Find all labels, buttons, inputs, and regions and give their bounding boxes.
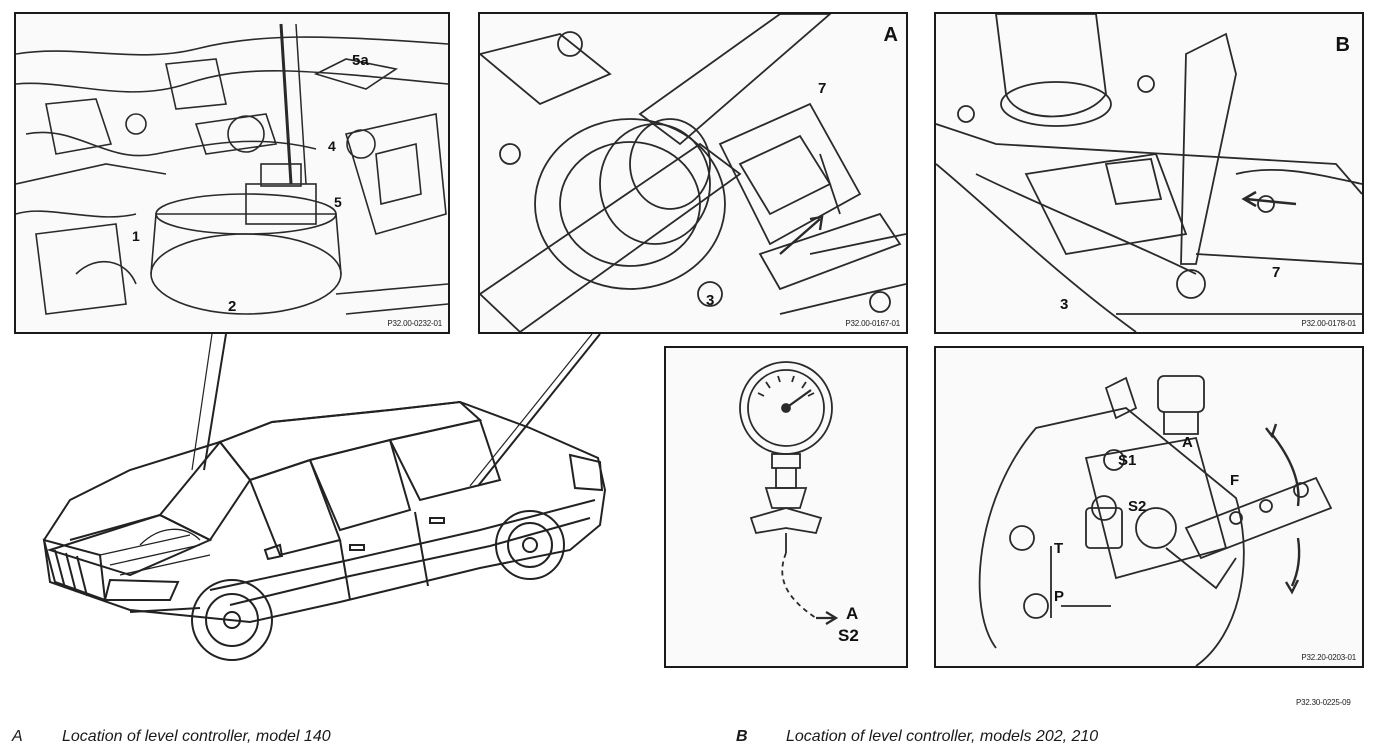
label-t: T [1054,540,1064,557]
detail-b-drawing [936,14,1362,332]
caption-a-key: A [12,728,23,745]
corner-letter-a: A [883,24,898,46]
label-1: 1 [132,228,140,244]
panel-engine-bay: 2 5a 4 1 5 P32.00-0232-01 [14,12,450,334]
panel-level-controller: S1 A F S2 T P P32.20-0203-01 [934,346,1364,668]
engine-bay-drawing [16,23,448,315]
label-5: 5 [334,194,342,210]
label-s2: S2 [1128,498,1147,515]
panel-code: P32.00-0232-01 [387,319,442,328]
label-a: A [1182,434,1193,451]
level-controller-drawing [978,375,1333,666]
label-4: 4 [328,138,336,154]
panel-code: P32.20-0203-01 [1301,653,1356,662]
label-f: F [1230,472,1240,489]
panel-detail-a: A 7 3 P32.00-0167-01 [478,12,908,334]
label-a: A [846,604,859,623]
caption-b-key: B [736,728,748,745]
pressure-gauge-drawing [739,361,839,625]
panel-code: P32.00-0167-01 [845,319,900,328]
label-s1: S1 [1118,452,1137,469]
corner-letter-b: B [1335,34,1350,56]
label-p: P [1054,588,1065,605]
label-3: 3 [706,292,715,309]
panel-code: P32.00-0178-01 [1301,319,1356,328]
label-3: 3 [1060,296,1069,313]
label-5a: 5a [352,52,369,69]
vehicle-illustration [42,400,607,661]
caption-b-text: Location of level controller, models 202… [786,728,1099,745]
label-s2: S2 [838,626,859,645]
panel-detail-b: B 7 3 P32.00-0178-01 [934,12,1364,334]
label-7: 7 [818,80,827,97]
panel-pressure-gauge: A S2 [664,346,908,668]
detail-a-drawing [480,14,906,332]
label-7: 7 [1272,264,1281,281]
label-2: 2 [228,298,237,315]
figure-code: P32.30-0225-09 [1296,698,1351,707]
caption-a-text: Location of level controller, model 140 [62,728,331,745]
